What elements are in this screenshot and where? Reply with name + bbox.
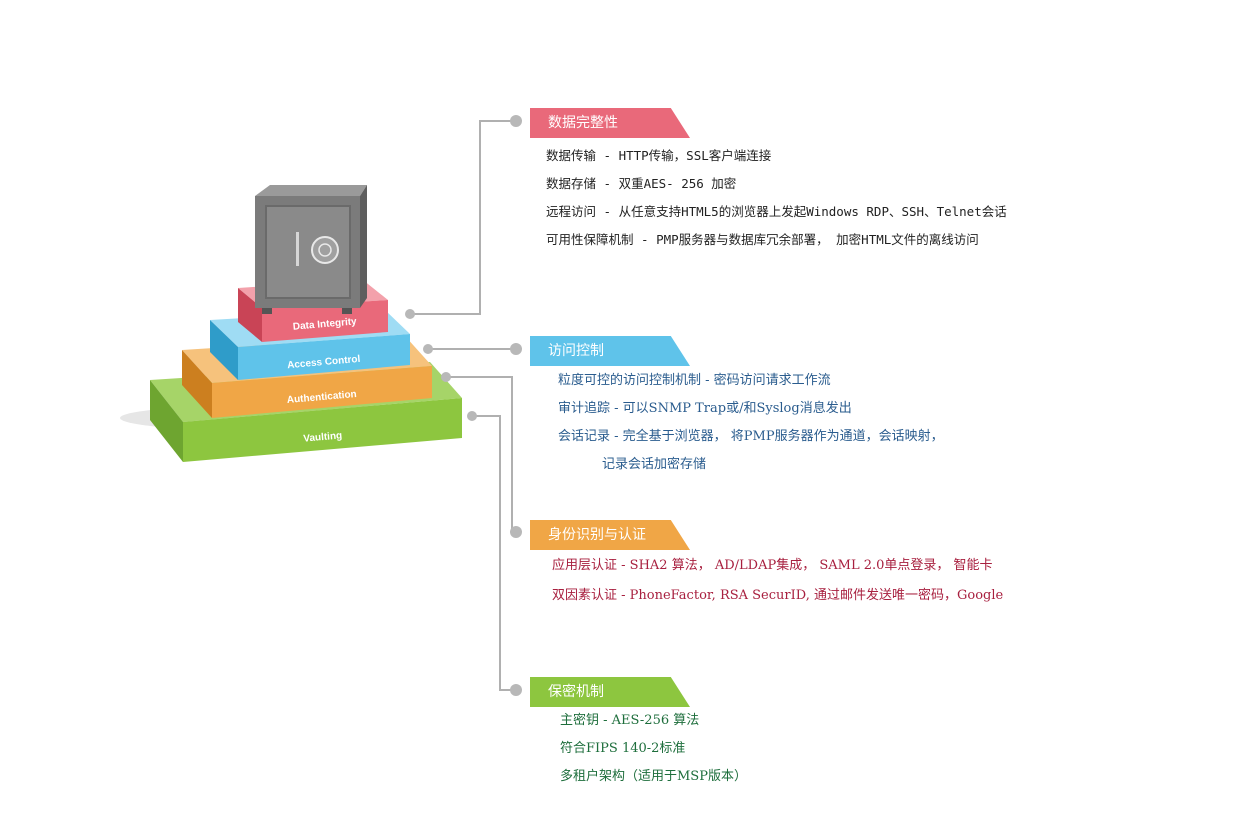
section-items-authentication: 应用层认证 - SHA2 算法， AD/LDAP集成， SAML 2.0单点登录… (552, 551, 1003, 611)
connector-dot (405, 309, 415, 319)
list-item: 会话记录 - 完全基于浏览器， 将PMP服务器作为通道，会话映射， (558, 429, 944, 444)
connector-dot (510, 526, 522, 538)
list-item: 符合FIPS 140-2标准 (560, 741, 686, 756)
section-items-access-control: 粒度可控的访问控制机制 - 密码访问请求工作流 审计追踪 - 可以SNMP Tr… (558, 367, 944, 479)
connector-dot (510, 684, 522, 696)
list-item: 多租户架构（适用于MSP版本） (560, 769, 747, 784)
section-items-data-integrity: 数据传输 - HTTP传输，SSL客户端连接 数据存储 - 双重AES- 256… (546, 142, 1007, 254)
list-item: 记录会话加密存储 (602, 457, 707, 472)
layer-label-vaulting: Vaulting (303, 430, 343, 444)
connector-dot (423, 344, 433, 354)
section-items-vaulting: 主密钥 - AES-256 算法 符合FIPS 140-2标准 多租户架构（适用… (560, 707, 747, 791)
list-item: 双因素认证 - PhoneFactor, RSA SecurID, 通过邮件发送… (552, 588, 1004, 603)
list-item: 主密钥 - AES-256 算法 (560, 713, 700, 728)
section-title-vaulting: 保密机制 (530, 677, 690, 707)
connector-dot (510, 115, 522, 127)
connector-data-integrity (410, 120, 516, 315)
connector-dot (467, 411, 477, 421)
list-item: 应用层认证 - SHA2 算法， AD/LDAP集成， SAML 2.0单点登录… (552, 558, 993, 573)
safe-icon (255, 185, 367, 314)
connector-dot (510, 343, 522, 355)
section-title-authentication: 身份识别与认证 (530, 520, 690, 550)
section-title-data-integrity: 数据完整性 (530, 108, 690, 138)
list-item: 数据传输 - HTTP传输，SSL客户端连接 (546, 148, 772, 163)
connector-dot (441, 372, 451, 382)
list-item: 可用性保障机制 - PMP服务器与数据库冗余部署， 加密HTML文件的离线访问 (546, 232, 979, 247)
list-item: 粒度可控的访问控制机制 - 密码访问请求工作流 (558, 373, 831, 388)
section-title-access-control: 访问控制 (530, 336, 690, 366)
list-item: 审计追踪 - 可以SNMP Trap或/和Syslog消息发出 (558, 401, 852, 416)
connector-vaulting (472, 415, 516, 691)
list-item: 远程访问 - 从任意支持HTML5的浏览器上发起Windows RDP、SSH、… (546, 204, 1007, 219)
list-item: 数据存储 - 双重AES- 256 加密 (546, 176, 737, 191)
